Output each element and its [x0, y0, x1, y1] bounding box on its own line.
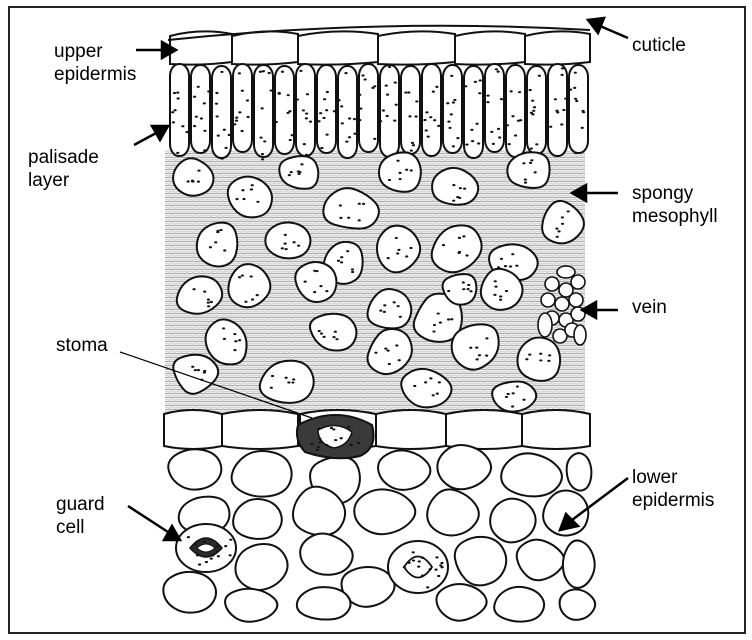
palisade-cells: [170, 64, 588, 158]
arrow-palisade-layer: [134, 126, 168, 145]
guard-cell: [176, 524, 236, 572]
label-cuticle: cuticle: [632, 34, 686, 57]
label-stoma: stoma: [56, 334, 108, 357]
upper-epidermis-cells: [170, 31, 590, 64]
lower-epidermis-row: [164, 410, 590, 449]
arrow-vein: [582, 302, 618, 318]
label-vein: vein: [632, 296, 667, 319]
stoma: [297, 415, 374, 458]
arrow-guard-cell: [128, 506, 180, 540]
arrow-cuticle: [588, 18, 628, 38]
